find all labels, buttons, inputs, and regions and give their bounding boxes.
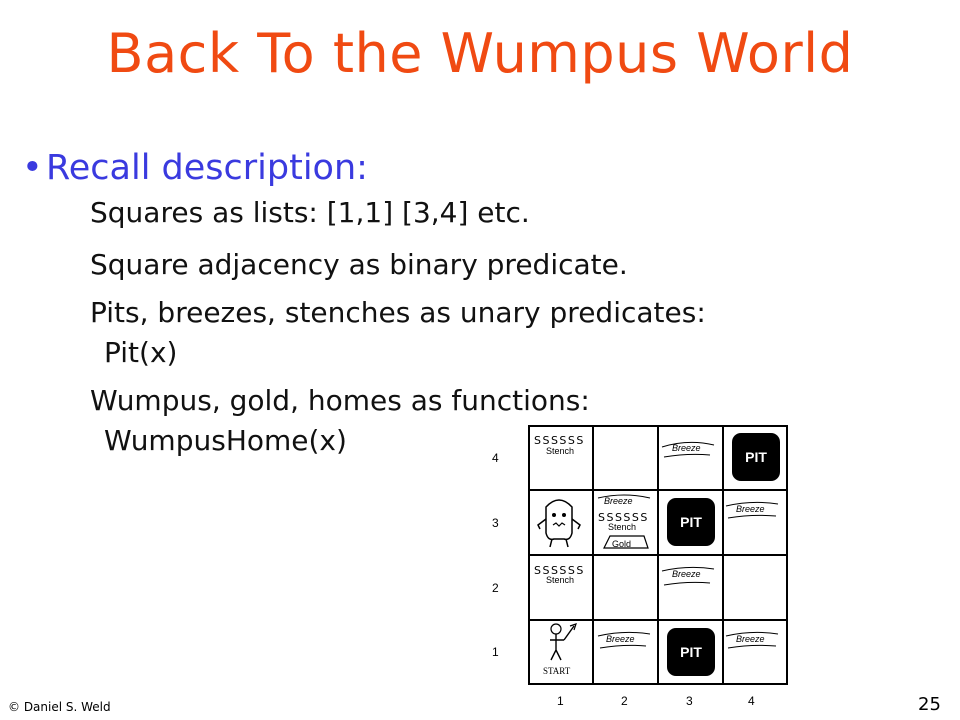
breeze-label: Breeze [606,634,635,644]
breeze-label: Breeze [736,504,765,514]
breeze-lines-icon [725,631,779,649]
bullet-dot-icon: • [22,148,43,188]
pit-box: PIT [732,433,780,481]
stench-waves-icon: S S S S S S [598,511,647,524]
breeze-lines-icon [597,631,651,649]
cell-4-4-pit: PIT [723,425,788,490]
col-label-4: 4 [748,694,755,708]
stench-label: Stench [608,522,637,532]
row-label-4: 4 [492,451,499,465]
col-label-3: 3 [686,694,693,708]
breeze-label: Breeze [672,569,701,579]
breeze-label: Breeze [736,634,765,644]
row-label-1: 1 [492,645,499,659]
pit-box: PIT [667,628,715,676]
gold-icon [603,535,649,549]
breeze-label: Breeze [672,443,701,453]
description-line-4b: WumpusHome(x) [104,424,347,457]
wumpus-icon [537,499,581,548]
description-line-3: Pits, breezes, stenches as unary predica… [90,296,706,329]
grid-lines [528,425,788,685]
agent-icon [550,623,577,661]
breeze-lines-icon [725,501,779,519]
row-label-2: 2 [492,581,499,595]
bullet-text: Recall description: [46,148,368,188]
slide-title: Back To the Wumpus World [106,22,854,85]
cell-3-1-pit: PIT [658,620,723,685]
breeze-lines-icon [661,566,715,586]
stench-label: Stench [546,575,575,585]
description-line-1: Squares as lists: [1,1] [3,4] etc. [90,196,530,229]
cell-3-3-pit: PIT [658,490,723,555]
description-line-3b: Pit(x) [104,336,178,369]
breeze-label: Breeze [604,496,633,506]
description-line-4: Wumpus, gold, homes as functions: [90,384,590,417]
start-label: START [543,666,571,676]
stench-label: Stench [546,446,575,456]
stench-waves-icon: S S S S S S [534,564,583,577]
page-number: 25 [918,694,941,715]
col-label-1: 1 [557,694,564,708]
breeze-lines-icon [661,441,715,458]
footer-copyright: © Daniel S. Weld [8,700,111,714]
row-label-3: 3 [492,516,499,530]
breeze-lines-icon [597,494,651,499]
description-line-2: Square adjacency as binary predicate. [90,248,628,281]
col-label-2: 2 [621,694,628,708]
pit-box: PIT [667,498,715,546]
bullet-item: •Recall description: [22,148,368,188]
stench-waves-icon: S S S S S S [534,434,583,447]
gold-label: Gold [612,539,632,549]
